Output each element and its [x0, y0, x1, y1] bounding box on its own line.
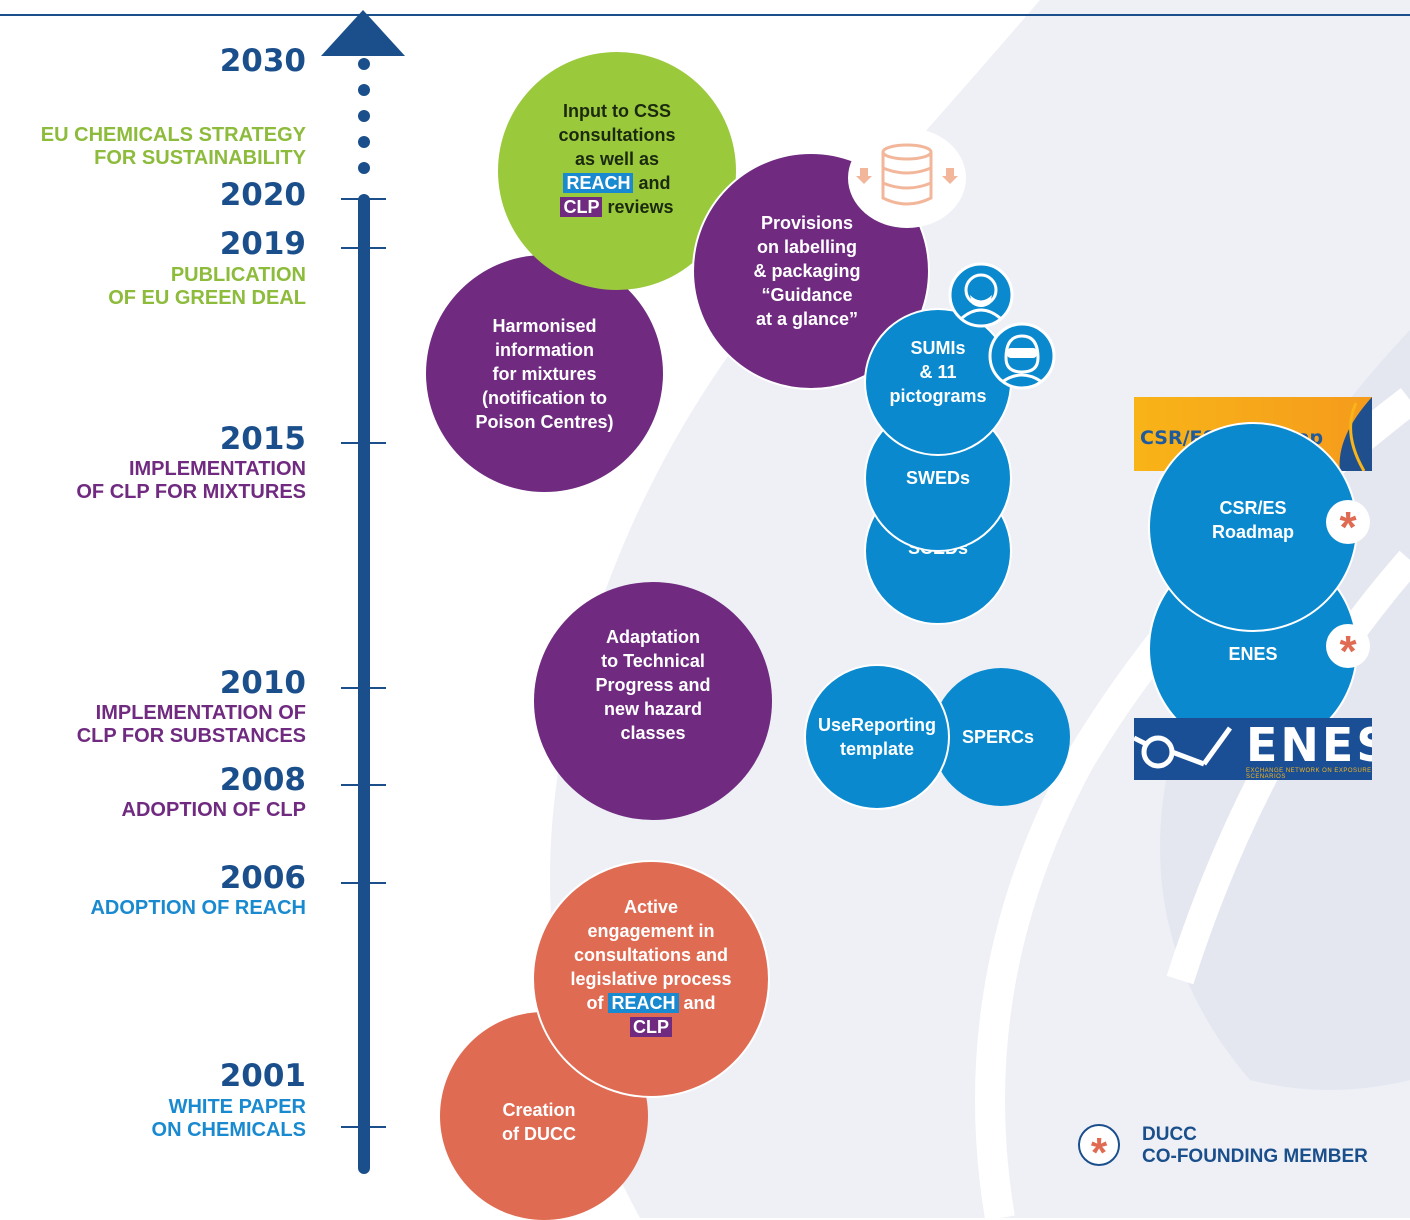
goggles-icon: [988, 322, 1056, 390]
year-2020: 2020: [219, 177, 306, 213]
enes-logo: ENES EXCHANGE NETWORK ON EXPOSURE SCENAR…: [1134, 718, 1372, 780]
packaging-icon-circle: [848, 128, 966, 228]
cofounder-star-icon-csr: *: [1326, 500, 1370, 552]
legend-star-icon: *: [1078, 1124, 1120, 1176]
bubble-usereporting-template: UseReporting template: [804, 664, 950, 810]
tick-2001: [341, 1126, 386, 1128]
year-2015: 2015: [219, 421, 306, 457]
tick-2006: [341, 882, 386, 884]
bubble-spercs: SPERCs: [932, 668, 1070, 806]
legend-label: DUCC CO-FOUNDING MEMBER: [1142, 1124, 1368, 1167]
reach-tag: REACH: [608, 993, 679, 1013]
bubble-active-engagement: Active engagement in consultations and l…: [532, 860, 770, 1098]
tick-2015: [341, 442, 386, 444]
timeline-axis: [321, 10, 405, 1174]
tick-2010: [341, 687, 386, 689]
clp-tag: CLP: [560, 197, 603, 217]
year-2030: 2030: [219, 43, 306, 79]
network-icon: [1134, 726, 1233, 769]
tick-2008: [341, 784, 386, 786]
cofounder-star-icon-enes: *: [1326, 624, 1370, 676]
top-rule: [0, 14, 1410, 16]
bubble-sumis-pictograms: SUMIs & 11 pictograms: [864, 308, 1012, 456]
event-2010: IMPLEMENTATION OF CLP FOR SUBSTANCES: [76, 702, 306, 747]
event-2020: EU CHEMICALS STRATEGY FOR SUSTAINABILITY: [40, 124, 306, 169]
event-2015: IMPLEMENTATION OF CLP FOR MIXTURES: [76, 458, 306, 503]
year-2008: 2008: [219, 762, 306, 798]
reach-tag: REACH: [563, 173, 634, 193]
bubble-adaptation: Adaptation to Technical Progress and new…: [534, 582, 772, 820]
year-2006: 2006: [219, 860, 306, 896]
event-2006: ADOPTION OF REACH: [90, 897, 306, 919]
mask-icon: [948, 262, 1014, 328]
event-2001: WHITE PAPER ON CHEMICALS: [151, 1096, 306, 1141]
year-2019: 2019: [219, 226, 306, 262]
bubble-csr-roadmap: CSR/ES Roadmap: [1148, 422, 1358, 632]
roadmap-swoosh-icon: [1339, 397, 1372, 471]
event-2008: ADOPTION OF CLP: [121, 799, 306, 821]
event-2019: PUBLICATION OF EU GREEN DEAL: [108, 264, 306, 309]
year-2001: 2001: [219, 1058, 306, 1094]
clp-tag: CLP: [630, 1017, 672, 1037]
packaging-icon: [856, 143, 958, 206]
tick-2019: [341, 247, 386, 249]
tick-2020: [341, 198, 386, 200]
year-2010: 2010: [219, 665, 306, 701]
bubble-harmonised-information: Harmonised information for mixtures (not…: [426, 255, 663, 492]
